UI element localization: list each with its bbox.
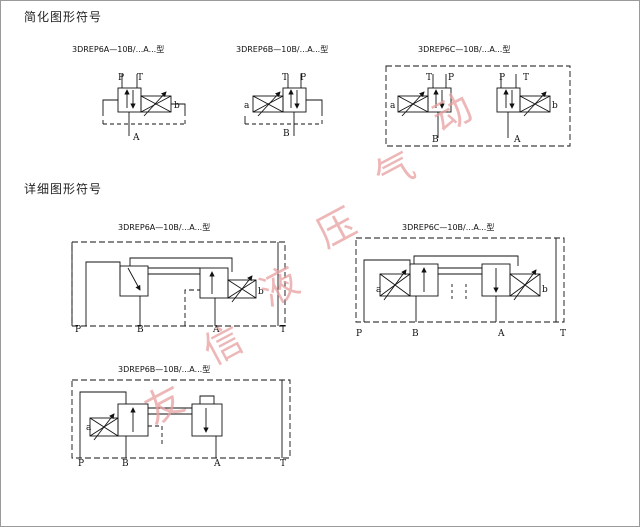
svg-text:P: P — [448, 73, 454, 83]
svg-text:A: A — [513, 135, 521, 145]
model-label-6a-detailed: 3DREP6A—10B/...A...型 — [118, 223, 211, 232]
svg-text:B: B — [432, 135, 439, 145]
svg-text:P: P — [78, 459, 84, 469]
svg-text:B: B — [122, 459, 129, 469]
model-label-6c-detailed: 3DREP6C—10B/...A...型 — [402, 223, 495, 232]
svg-text:a: a — [390, 101, 396, 111]
valve-symbol-6c-detailed — [355, 237, 565, 323]
svg-text:b: b — [258, 287, 264, 297]
svg-text:B: B — [283, 129, 290, 139]
valve-symbol-6a-detailed — [71, 241, 286, 327]
model-label-6b-simplified: 3DREP6B—10B/...A...型 — [236, 45, 329, 54]
svg-text:动: 动 — [425, 85, 479, 142]
svg-text:B: B — [412, 329, 419, 339]
watermark: 友 信 液 压 气 动 — [137, 85, 479, 433]
svg-text:T: T — [523, 73, 529, 83]
svg-text:b: b — [542, 285, 548, 295]
svg-text:P: P — [118, 73, 124, 83]
svg-text:T: T — [280, 325, 286, 335]
model-label-6b-detailed: 3DREP6B—10B/...A...型 — [118, 365, 211, 374]
svg-text:液: 液 — [252, 258, 306, 315]
svg-text:A: A — [497, 329, 505, 339]
svg-text:P: P — [499, 73, 505, 83]
svg-text:P: P — [300, 73, 306, 83]
valve-symbol-6b-simplified — [244, 74, 323, 136]
svg-text:a: a — [86, 423, 92, 433]
section-title-simplified: 简化图形符号 — [24, 10, 103, 24]
svg-text:信: 信 — [196, 317, 250, 374]
svg-text:气: 气 — [368, 143, 422, 200]
svg-text:B: B — [137, 325, 144, 335]
svg-text:T: T — [426, 73, 432, 83]
svg-text:a: a — [376, 285, 382, 295]
svg-text:友: 友 — [137, 376, 191, 433]
svg-text:T: T — [280, 459, 286, 469]
valve-symbol-6c-simplified — [385, 65, 571, 147]
svg-text:T: T — [282, 73, 288, 83]
valve-symbol-6b-detailed — [71, 379, 291, 459]
section-title-detailed: 详细图形符号 — [24, 182, 103, 196]
svg-text:P: P — [356, 329, 362, 339]
svg-text:A: A — [132, 133, 140, 143]
svg-text:T: T — [137, 73, 143, 83]
valve-symbol-6a-simplified — [102, 74, 186, 136]
svg-text:a: a — [244, 101, 250, 111]
model-label-6c-simplified: 3DREP6C—10B/...A...型 — [418, 45, 511, 54]
svg-text:压: 压 — [309, 200, 363, 257]
svg-text:A: A — [213, 459, 221, 469]
svg-text:A: A — [212, 325, 220, 335]
svg-text:P: P — [75, 325, 81, 335]
model-label-6a-simplified: 3DREP6A—10B/...A...型 — [72, 45, 165, 54]
svg-text:b: b — [174, 101, 180, 111]
svg-text:b: b — [552, 101, 558, 111]
svg-text:T: T — [560, 329, 566, 339]
